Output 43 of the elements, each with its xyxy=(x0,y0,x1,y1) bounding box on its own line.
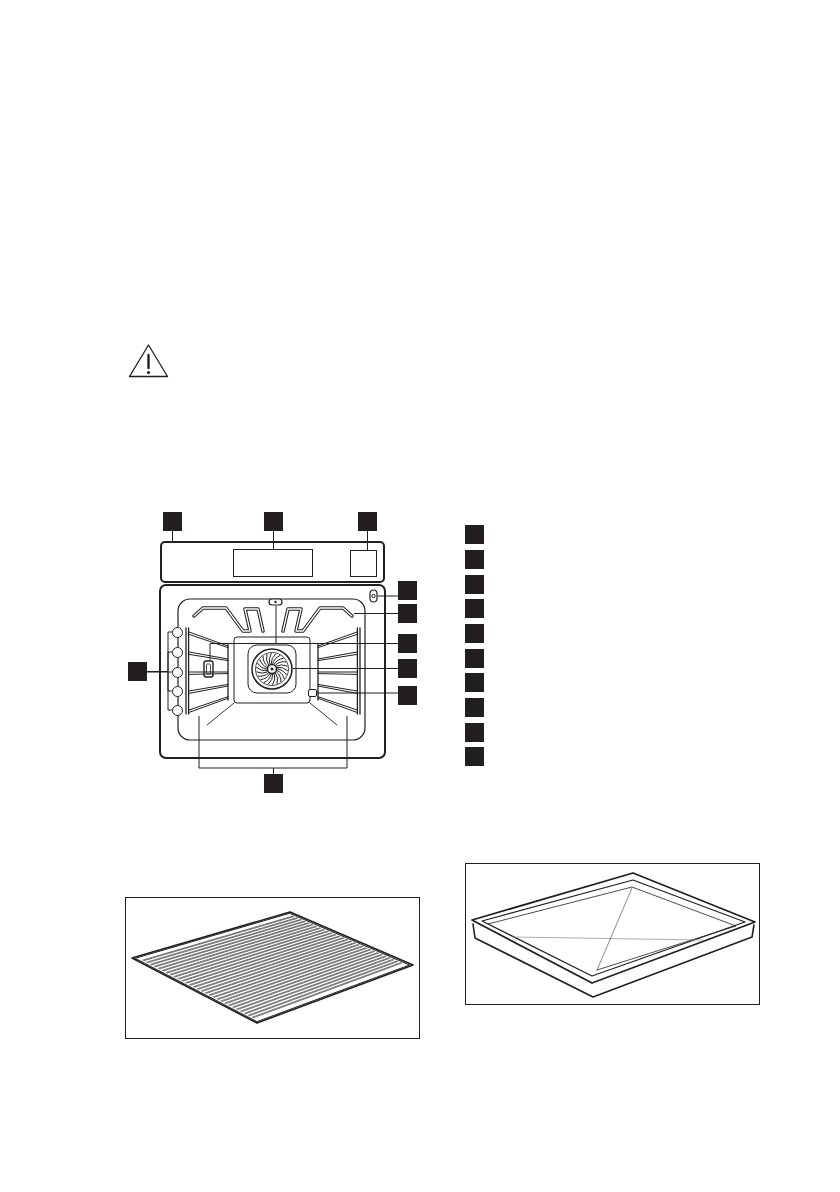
lamp-icon xyxy=(268,598,283,606)
drawer-front xyxy=(350,550,377,577)
heating-element xyxy=(192,606,354,633)
callout-marker-icon xyxy=(264,774,283,793)
callout-marker-icon xyxy=(398,581,417,600)
legend-marker-icon xyxy=(465,649,484,668)
socket-icon xyxy=(369,589,378,603)
callout-marker-icon xyxy=(163,512,182,531)
leader-line xyxy=(292,668,399,669)
leader-line xyxy=(146,671,173,673)
callout-marker-icon xyxy=(264,512,283,531)
ring-icon xyxy=(172,646,183,658)
legend-marker-icon xyxy=(465,525,484,544)
ring-icon xyxy=(172,685,183,697)
callout-marker-icon xyxy=(358,512,377,531)
legend-marker-icon xyxy=(465,723,484,742)
callout-marker-icon xyxy=(398,634,417,653)
ring-icon xyxy=(172,666,183,678)
control-panel xyxy=(160,541,385,583)
callout-marker-icon xyxy=(128,662,147,681)
leader-line xyxy=(273,530,274,550)
leader-line xyxy=(316,692,399,694)
legend-marker-icon xyxy=(465,698,484,717)
legend-marker-icon xyxy=(465,575,484,594)
ring-icon xyxy=(172,704,183,716)
legend-marker-icon xyxy=(465,747,484,766)
leader-line xyxy=(377,595,399,597)
shelf-support xyxy=(184,626,232,716)
legend-marker-icon xyxy=(465,673,484,692)
legend-marker-icon xyxy=(465,599,484,618)
leader-line xyxy=(353,613,399,614)
callout-marker-icon xyxy=(398,686,417,705)
callout-marker-icon xyxy=(398,659,417,678)
display-window xyxy=(233,549,313,577)
leader-line xyxy=(172,530,173,542)
ring-icon xyxy=(172,626,183,638)
leader-line xyxy=(367,530,368,551)
legend-marker-icon xyxy=(465,550,484,569)
callout-marker-icon xyxy=(398,604,417,623)
outlet-icon xyxy=(308,689,317,697)
shelf-support xyxy=(314,626,362,716)
legend-marker-icon xyxy=(465,624,484,643)
fan-icon xyxy=(251,648,293,690)
